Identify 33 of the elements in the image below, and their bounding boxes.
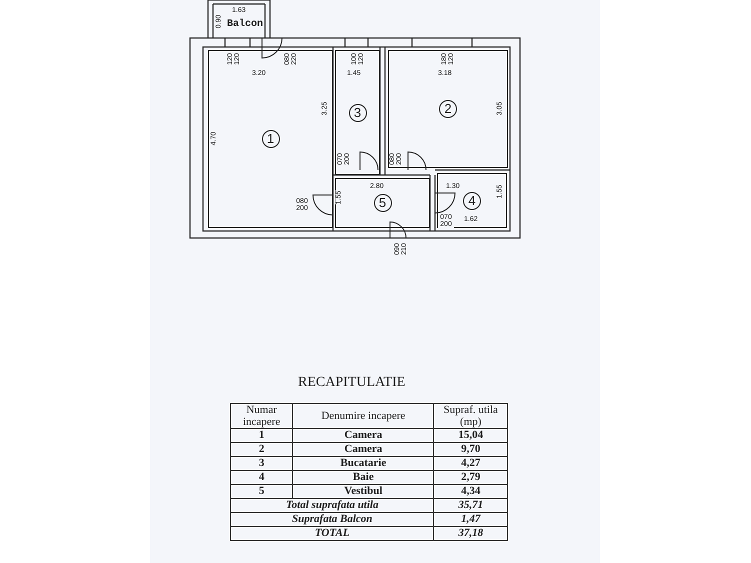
- table-cell: 37,18: [434, 526, 508, 540]
- table-cell: 4,27: [434, 456, 508, 470]
- table-cell: 2,79: [434, 470, 508, 484]
- table-cell: 2: [230, 442, 293, 456]
- table-cell: Bucatarie: [292, 456, 434, 470]
- header-cell: Numar incapere: [230, 404, 293, 428]
- table-cell: 9,70: [434, 442, 508, 456]
- table-cell: Camera: [292, 428, 434, 442]
- table-cell: Baie: [292, 470, 434, 484]
- room: [208, 50, 333, 228]
- table-cell: Suprafata Balcon: [230, 512, 434, 526]
- room-number: 3: [348, 104, 366, 122]
- table-cell: 3: [230, 456, 293, 470]
- table-cell: 4: [230, 470, 293, 484]
- room-number: 1: [262, 130, 280, 148]
- table-cell: 1: [230, 428, 293, 442]
- room-name: Balcon: [227, 19, 264, 30]
- table-cell: Camera: [292, 442, 434, 456]
- table-cell: TOTAL: [230, 526, 434, 540]
- table-cell: Total suprafata utila: [230, 498, 434, 512]
- table-cell: 15,04: [434, 428, 508, 442]
- table-cell: 35,71: [434, 498, 508, 512]
- header-cell: Supraf. utila (mp): [434, 404, 508, 428]
- table-cell: 1,47: [434, 512, 508, 526]
- table-title: RECAPITULATIE: [298, 375, 406, 391]
- header-cell: Denumire incapere: [292, 404, 434, 428]
- table-cell: Vestibul: [292, 484, 434, 498]
- room-number: 5: [374, 194, 392, 212]
- table-cell: 4,34: [434, 484, 508, 498]
- table-cell: 5: [230, 484, 293, 498]
- room-number: 2: [439, 100, 457, 118]
- room-number: 4: [463, 192, 481, 210]
- room: [388, 50, 508, 168]
